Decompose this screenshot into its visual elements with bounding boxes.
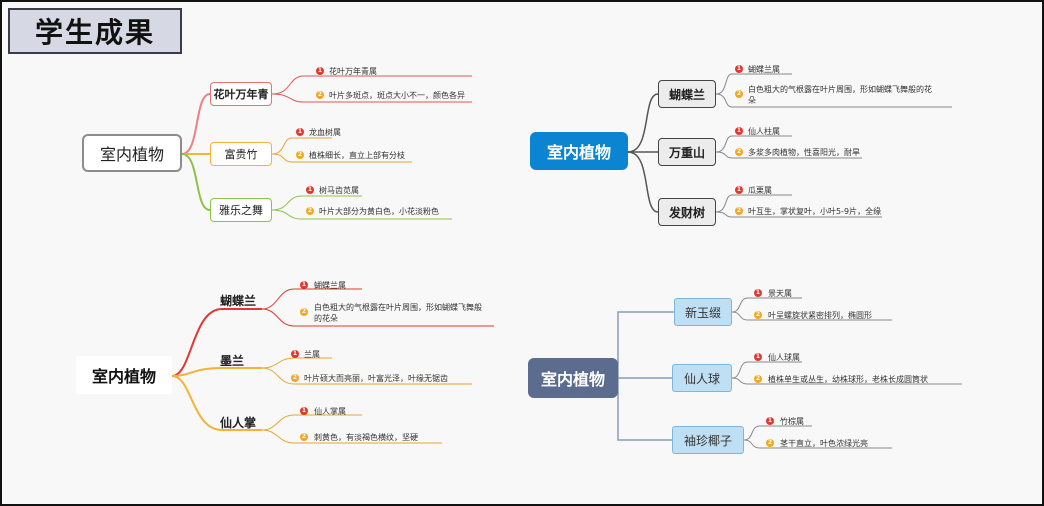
map4-branch-1: 新玉缀 — [674, 298, 732, 326]
map4-b3-item1: 竹棕属 — [780, 417, 804, 426]
map4-b3-item2: 茎干直立，叶色浓绿光亮 — [780, 439, 868, 448]
map4-b1-item2: 叶呈螺旋状紧密排列，椭圆形 — [768, 311, 872, 320]
badge-2: 2 — [291, 374, 299, 382]
map4-root: 室内植物 — [528, 358, 618, 398]
map2-b3-item2: 叶互生，掌状复叶，小叶5-9片，全缘 — [748, 207, 882, 216]
badge-2: 2 — [735, 207, 743, 215]
map1-b2-item1: 龙血树属 — [309, 128, 341, 137]
badge-1: 1 — [754, 289, 762, 297]
map3-b1-item2a: 白色粗大的气根露在叶片周围，形如蝴蝶飞舞般 — [314, 303, 482, 312]
map1-branch-3: 雅乐之舞 — [210, 198, 272, 222]
badge-1: 1 — [735, 127, 743, 135]
map3-b3-item2: 刺黄色，有淡褐色横纹，坚硬 — [314, 433, 418, 442]
map2-root: 室内植物 — [530, 132, 628, 170]
map4-branch-2: 仙人球 — [672, 364, 732, 392]
map4-b2-item1: 仙人球属 — [768, 353, 800, 362]
map1-b1-item1: 花叶万年青属 — [329, 67, 377, 76]
map1-b2-item2: 植株细长，直立上部有分枝 — [309, 151, 405, 160]
map1-branch-1: 花叶万年青 — [210, 82, 272, 106]
map1-b3-item2: 叶片大部分为黄白色，小花淡粉色 — [319, 207, 439, 216]
map1-root: 室内植物 — [82, 134, 182, 172]
map3-b3-item1: 仙人掌属 — [314, 407, 346, 416]
map3-root: 室内植物 — [76, 356, 172, 394]
badge-1: 1 — [735, 65, 743, 73]
map3-b2-item2: 叶片硕大而亮丽，叶富光泽，叶缘无锯齿 — [304, 374, 448, 383]
map3-b1-item2b: 的花朵 — [314, 314, 338, 323]
badge-2: 2 — [735, 148, 743, 156]
badge-2: 2 — [766, 439, 774, 447]
badge-1: 1 — [754, 353, 762, 361]
badge-2: 2 — [296, 151, 304, 159]
map3-b1-item1: 蝴蝶兰属 — [314, 281, 346, 290]
badge-1: 1 — [300, 281, 308, 289]
map3-branch-3: 仙人掌 — [220, 416, 257, 430]
badge-1: 1 — [316, 67, 324, 75]
map3-branch-2: 墨兰 — [220, 354, 245, 368]
badge-1: 1 — [300, 407, 308, 415]
map4-b2-item2: 植株单生或丛生，幼株球形，老株长成圆筒状 — [768, 375, 928, 384]
badge-1: 1 — [735, 186, 743, 194]
map2-b1-item2b: 朵 — [748, 96, 756, 105]
map2-branch-1: 蝴蝶兰 — [658, 80, 716, 108]
map2-b2-item2: 多浆多肉植物，性喜阳光，耐旱 — [748, 148, 860, 157]
badge-2: 2 — [735, 90, 743, 98]
map2-b2-item1: 仙人柱属 — [748, 127, 780, 136]
badge-2: 2 — [316, 91, 324, 99]
badge-1: 1 — [766, 417, 774, 425]
badge-1: 1 — [291, 350, 299, 358]
map3-branch-1: 蝴蝶兰 — [220, 294, 257, 308]
map4-branch-3: 袖珍椰子 — [672, 426, 744, 454]
map4-b1-item1: 景天属 — [768, 289, 792, 298]
badge-2: 2 — [300, 308, 308, 316]
map2-b1-item2a: 白色粗大的气根露在叶片周围，形如蝴蝶飞舞般的花 — [748, 85, 932, 94]
map2-b3-item1: 瓜栗属 — [748, 186, 772, 195]
badge-1: 1 — [306, 186, 314, 194]
map1-b1-item2: 叶片多斑点，斑点大小不一，颜色各异 — [329, 91, 465, 100]
map3-b2-item1: 兰属 — [304, 350, 320, 359]
map2-branch-3: 发财树 — [658, 198, 716, 226]
map1-b3-item1: 树马齿苋属 — [319, 186, 359, 195]
map1-branch-2: 富贵竹 — [210, 142, 272, 166]
badge-2: 2 — [754, 375, 762, 383]
badge-2: 2 — [300, 433, 308, 441]
badge-2: 2 — [306, 207, 314, 215]
badge-1: 1 — [296, 128, 304, 136]
page-title: 学生成果 — [8, 8, 182, 54]
map2-b1-item1: 蝴蝶兰属 — [748, 65, 780, 74]
map2-branch-2: 万重山 — [658, 138, 716, 166]
badge-2: 2 — [754, 311, 762, 319]
